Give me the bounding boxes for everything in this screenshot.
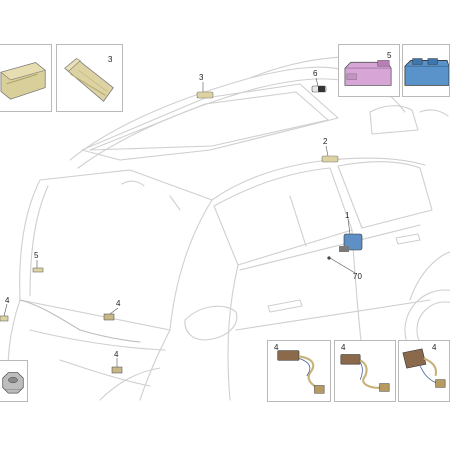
inset-wiring-harness-a: 4 [267, 340, 331, 402]
inset-sensor-3: 3 [56, 44, 123, 112]
callout-70: 70 [353, 272, 362, 281]
module-blue-illustration [404, 58, 449, 86]
sensor-3-partial-illustration [0, 62, 46, 100]
callout-5: 5 [34, 251, 39, 260]
callout-4-lower: 4 [114, 350, 119, 359]
nut-illustration [2, 372, 24, 394]
inset-wiring-harness-c: 4 [398, 340, 450, 402]
sensor-3-illustration [64, 58, 114, 102]
callout-4-inset-a: 4 [274, 343, 279, 352]
callout-3-inset: 3 [108, 55, 113, 64]
callout-3: 3 [199, 73, 204, 82]
wiring-harness-c-illustration [402, 348, 446, 388]
callout-4-inset-b: 4 [341, 343, 346, 352]
callout-4-wiper: 4 [116, 299, 121, 308]
callout-4-inset-c: 4 [432, 343, 437, 352]
inset-module-5: 5 [338, 44, 400, 97]
callout-2: 2 [323, 137, 328, 146]
inset-wiring-harness-b: 4 [334, 340, 396, 402]
wiring-harness-b-illustration [340, 354, 390, 392]
callout-6: 6 [313, 69, 318, 78]
inset-nut [0, 360, 28, 402]
wiring-harness-a-illustration [277, 350, 325, 394]
callout-4-left: 4 [5, 296, 10, 305]
callout-5-inset: 5 [387, 51, 392, 60]
callout-1: 1 [345, 211, 350, 220]
inset-module-blue [402, 44, 450, 97]
module-5-illustration [344, 60, 392, 86]
inset-sensor-3-partial [0, 44, 52, 112]
